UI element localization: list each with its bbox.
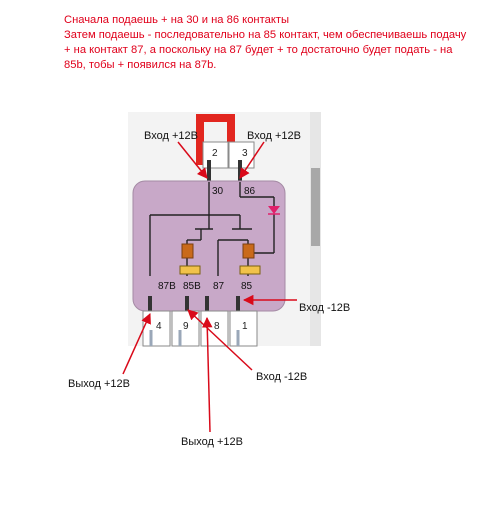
pin-number-3: 3 <box>242 148 248 159</box>
label-output-87b: Выход +12В <box>68 378 130 390</box>
instruction-line-2: Затем подаешь - последовательно на 85 ко… <box>64 29 467 71</box>
coil-right <box>242 243 255 259</box>
socket-1 <box>229 310 258 347</box>
pin-label-87: 87 <box>213 281 225 292</box>
terminal-30 <box>207 160 211 182</box>
pin-label-86: 86 <box>244 186 256 197</box>
terminal-87b <box>148 296 152 318</box>
label-input-85b: Вход -12В <box>256 371 307 383</box>
pin-label-30: 30 <box>212 186 224 197</box>
label-input-30: Вход +12В <box>144 130 198 142</box>
arrow-output-87 <box>202 316 213 433</box>
arrow-input-86 <box>239 141 265 179</box>
label-input-85: Вход -12В <box>299 302 350 314</box>
arrow-output-87b <box>122 313 151 375</box>
instruction-line-1: Сначала подаешь + на 30 и на 86 контакты <box>64 14 290 26</box>
scrollbar-thumb[interactable] <box>311 168 320 246</box>
diode-icon <box>268 206 280 214</box>
terminal-87 <box>205 296 209 318</box>
pin-label-85: 85 <box>241 281 253 292</box>
pin-number-9: 9 <box>183 321 189 332</box>
terminal-86 <box>238 160 242 182</box>
label-input-86: Вход +12В <box>247 130 301 142</box>
socket-wires <box>149 330 240 346</box>
annotation-arrows <box>122 141 297 433</box>
pin-number-2: 2 <box>212 148 218 159</box>
pin-number-4: 4 <box>156 321 162 332</box>
pin-number-1: 1 <box>242 321 248 332</box>
pin-label-87b: 87B <box>158 281 176 292</box>
resistor-left <box>179 265 201 275</box>
coil-left <box>181 243 194 259</box>
arrow-input-85b <box>187 309 253 371</box>
terminal-85 <box>236 296 240 318</box>
socket-8 <box>200 310 229 347</box>
label-output-87: Выход +12В <box>181 436 243 448</box>
resistor-right <box>239 265 261 275</box>
instructions-text: Сначала подаешь + на 30 и на 86 контакты… <box>64 13 474 73</box>
terminal-85b <box>185 296 189 318</box>
pin-label-85b: 85B <box>183 281 201 292</box>
pin-number-8: 8 <box>214 321 220 332</box>
arrow-input-30 <box>177 141 208 179</box>
